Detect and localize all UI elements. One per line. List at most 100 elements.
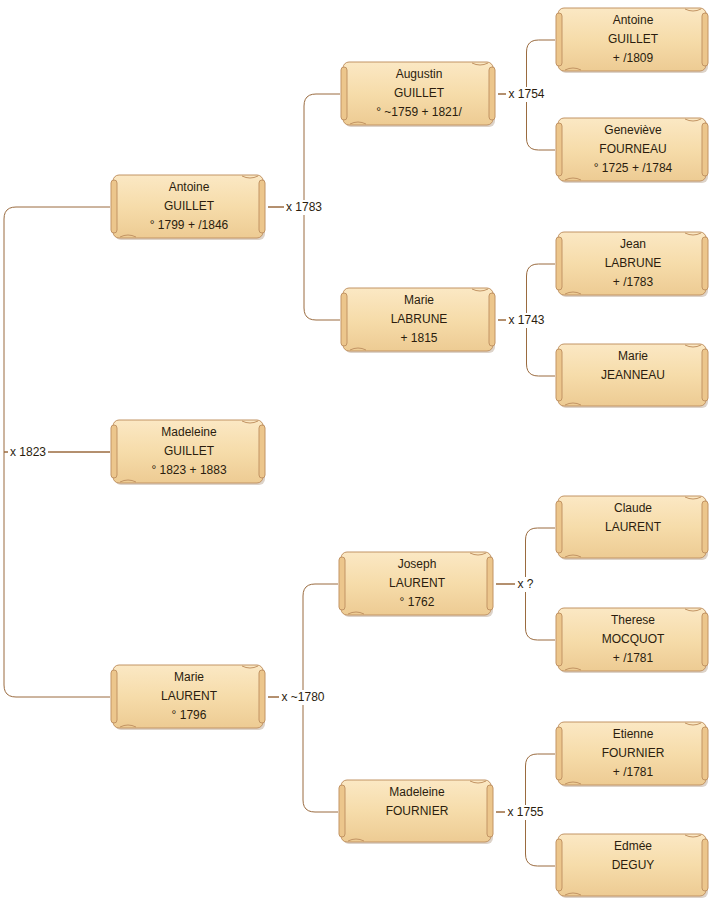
person-name: LAURENT	[569, 518, 697, 537]
person-name: Augustin	[354, 65, 484, 84]
scroll-roll	[556, 613, 562, 666]
marriage-label: x 1823	[8, 445, 48, 460]
person-box: MadeleineGUILLET° 1823 + 1883	[110, 417, 268, 488]
scroll-roll	[556, 501, 562, 553]
scroll-body	[113, 665, 263, 728]
person-box: AntoineGUILLET+ /1809	[555, 5, 711, 76]
person-name: LAURENT	[124, 687, 254, 706]
marriage-label: x 1783	[284, 200, 324, 215]
scroll-roll	[487, 785, 493, 837]
person-box: ThereseMOCQUOT+ /1781	[555, 605, 711, 676]
scroll-roll	[702, 727, 708, 780]
person-name: Edmée	[569, 837, 697, 856]
scroll-curl	[565, 119, 701, 180]
scroll-curl	[120, 176, 258, 237]
marriage-label: x 1754	[506, 87, 546, 102]
person-name: GUILLET	[124, 442, 254, 461]
life-dates: + /1781	[569, 763, 697, 782]
person-box: MadeleineFOURNIER	[338, 777, 496, 847]
scroll-body	[113, 175, 263, 238]
person-box: ClaudeLAURENT	[555, 493, 711, 563]
person-name: Joseph	[352, 555, 482, 574]
scroll-curl	[565, 609, 701, 670]
family-connector	[4, 452, 110, 697]
scroll-curl	[348, 553, 486, 614]
person-box: AugustinGUILLET° ~1759 + 1821/	[340, 59, 498, 130]
family-connector	[4, 207, 110, 452]
life-dates: + /1809	[569, 49, 697, 68]
person-name: FOURNEAU	[569, 140, 697, 159]
scroll-roll	[556, 349, 562, 401]
scroll-roll	[111, 180, 117, 233]
family-connector	[498, 94, 555, 150]
scroll-roll	[259, 425, 265, 478]
scroll-roll	[556, 839, 562, 891]
family-connector	[268, 207, 340, 320]
scroll-curl	[565, 723, 701, 784]
person-box: MarieLAURENT° 1796	[110, 662, 268, 733]
person-name: Marie	[354, 291, 484, 310]
scroll-body	[558, 8, 706, 71]
person-box: EtienneFOURNIER+ /1781	[555, 719, 711, 790]
life-dates: ° ~1759 + 1821/	[354, 103, 484, 122]
scroll-roll	[702, 237, 708, 290]
family-connector	[496, 812, 555, 866]
person-name: FOURNIER	[569, 744, 697, 763]
scroll-body	[558, 608, 706, 671]
life-dates: + /1783	[569, 273, 697, 292]
person-name: DEGUY	[569, 856, 697, 875]
person-box: JosephLAURENT° 1762	[338, 549, 496, 620]
scroll-body	[341, 780, 491, 842]
life-dates: + 1815	[354, 329, 484, 348]
scroll-roll	[556, 237, 562, 290]
life-dates: ° 1823 + 1883	[124, 461, 254, 480]
family-connector	[268, 94, 340, 207]
person-box: AntoineGUILLET° 1799 + /1846	[110, 172, 268, 243]
scroll-roll	[259, 670, 265, 723]
scroll-curl	[348, 781, 486, 841]
scroll-body	[558, 722, 706, 785]
scroll-roll	[702, 613, 708, 666]
scroll-body	[341, 552, 491, 615]
scroll-body	[558, 344, 706, 406]
scroll-roll	[341, 293, 347, 346]
life-dates: ° 1796	[124, 706, 254, 725]
scroll-roll	[339, 785, 345, 837]
person-name: Madeleine	[124, 423, 254, 442]
person-name: GUILLET	[354, 84, 484, 103]
scroll-body	[558, 834, 706, 896]
person-name: Madeleine	[352, 783, 482, 802]
scroll-curl	[565, 9, 701, 70]
marriage-label: x ~1780	[279, 690, 326, 705]
person-name: Antoine	[124, 178, 254, 197]
person-name: GUILLET	[124, 197, 254, 216]
scroll-roll	[556, 727, 562, 780]
person-name: Marie	[124, 668, 254, 687]
person-box: MarieJEANNEAU	[555, 341, 711, 411]
person-name: Geneviève	[569, 121, 697, 140]
family-connector	[268, 697, 338, 812]
scroll-roll	[702, 839, 708, 891]
scroll-roll	[702, 123, 708, 176]
scroll-roll	[487, 557, 493, 610]
marriage-label: x 1743	[506, 313, 546, 328]
life-dates: + /1781	[569, 649, 697, 668]
family-connector	[498, 320, 555, 376]
scroll-roll	[702, 13, 708, 66]
person-name: GUILLET	[569, 30, 697, 49]
person-name: JEANNEAU	[569, 366, 697, 385]
scroll-curl	[565, 345, 701, 405]
person-name: Claude	[569, 499, 697, 518]
scroll-roll	[702, 349, 708, 401]
family-connector	[268, 584, 338, 697]
person-name: Etienne	[569, 725, 697, 744]
person-name: Marie	[569, 347, 697, 366]
scroll-roll	[556, 13, 562, 66]
scroll-roll	[111, 670, 117, 723]
person-name: LAURENT	[352, 574, 482, 593]
life-dates: ° 1762	[352, 593, 482, 612]
scroll-roll	[556, 123, 562, 176]
scroll-body	[343, 62, 493, 125]
scroll-roll	[111, 425, 117, 478]
